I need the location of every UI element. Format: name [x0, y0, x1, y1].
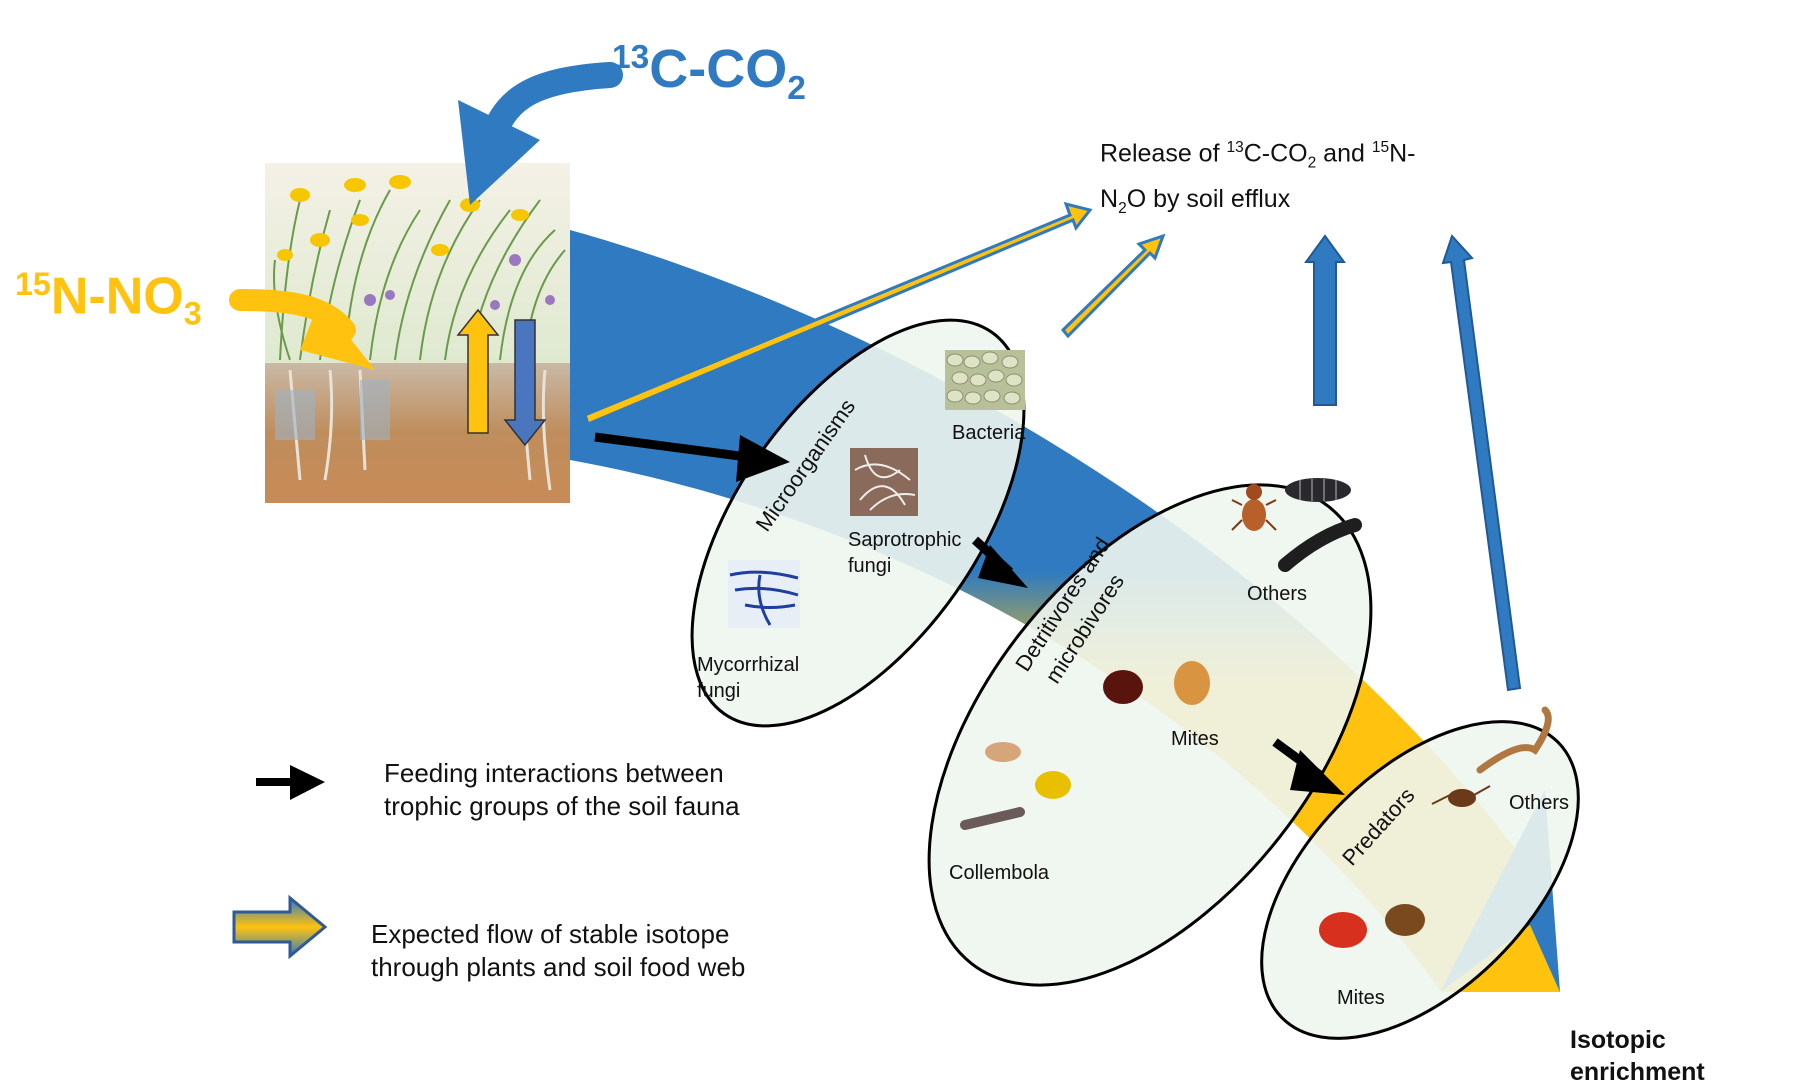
saprotrophic-fungi-image: [850, 448, 918, 516]
release-arrow-predators: [1441, 234, 1522, 692]
release-sup13: 13: [1226, 139, 1244, 156]
mycorrhizal-fungi-image: [728, 560, 800, 628]
legend-feeding-text: Feeding interactions between trophic gro…: [384, 758, 740, 821]
beetle-icon: [1231, 484, 1277, 531]
enrichment-line-2: enrichment: [1570, 1058, 1705, 1086]
microorganisms-group: [690, 318, 1026, 728]
label-saprotrophic-fungi: Saprotrophic fungi: [848, 529, 962, 577]
nitrogen-input-label: 15N-NO3: [15, 266, 202, 333]
label-detritivores-others: Others: [1247, 583, 1308, 605]
enrichment-line-1: Isotopic: [1570, 1026, 1666, 1054]
carbon-input-main: C-CO: [649, 39, 788, 99]
feeding-arrow-1: [594, 432, 790, 482]
legend-flow-text: Expected flow of stable isotope through …: [371, 919, 746, 982]
mite-icon: [1103, 661, 1210, 705]
predators-group: [1260, 706, 1580, 1040]
mite-icon: [1319, 904, 1425, 948]
bacteria-image: [945, 350, 1025, 410]
label-bacteria: Bacteria: [952, 422, 1026, 444]
carbon-input-label: 13C-CO2: [612, 38, 806, 108]
nitrogen-input-sub: 3: [183, 295, 202, 332]
release-arrow-detritivores: [1304, 234, 1346, 406]
legend-flow-arrow: [232, 894, 328, 960]
label-mycorrhizal-fungi: Mycorrhizal fungi: [697, 654, 800, 702]
release-line-2: N2O by soil efflux: [1100, 181, 1415, 227]
detritivores-group: [927, 478, 1373, 987]
release-text-a: Release of: [1100, 139, 1227, 168]
worm-icon: [1476, 706, 1552, 774]
carbon-input-sup: 13: [612, 39, 650, 76]
woodlouse-icon: [1285, 478, 1351, 502]
carbon-input-sub: 2: [787, 69, 806, 107]
label-predators-others: Others: [1509, 792, 1570, 814]
nitrogen-input-main: N-NO: [50, 267, 184, 326]
release-text-b: C-CO: [1243, 139, 1308, 168]
feeding-arrow-3: [1272, 738, 1345, 795]
release-line-1: Release of 13C-CO2 and 15N-: [1100, 130, 1415, 181]
feeding-arrow-2: [971, 536, 1028, 588]
release-sub2: 2: [1307, 154, 1317, 172]
release-label: Release of 13C-CO2 and 15N- N2O by soil …: [1100, 130, 1415, 227]
release-sup15: 15: [1371, 139, 1390, 156]
legend-feeding-arrow: [256, 765, 325, 800]
release-text-d: N-: [1389, 139, 1416, 168]
label-predators-mites: Mites: [1337, 987, 1385, 1009]
carbon-input-arrow: [458, 62, 623, 205]
nitrogen-input-arrow: [229, 289, 375, 370]
isotopic-enrichment-label: Isotopic enrichment: [1570, 1024, 1705, 1088]
release-text-e: N: [1100, 185, 1119, 214]
release-arrow-microorganisms: [1060, 233, 1166, 339]
release-sub2b: 2: [1118, 200, 1127, 218]
release-text-f: O by soil efflux: [1126, 185, 1291, 214]
nitrogen-input-sup: 15: [15, 266, 51, 302]
release-text-c: and: [1316, 139, 1372, 168]
label-detritivores-mites: Mites: [1171, 728, 1219, 750]
plant-soil-exchange-arrows: [456, 308, 547, 447]
pseudoscorpion-icon: [1431, 785, 1491, 807]
label-collembola: Collembola: [949, 862, 1050, 884]
collembola-icon: [960, 742, 1071, 830]
millipede-icon: [1278, 518, 1362, 572]
release-arrow-long: [583, 201, 1093, 427]
